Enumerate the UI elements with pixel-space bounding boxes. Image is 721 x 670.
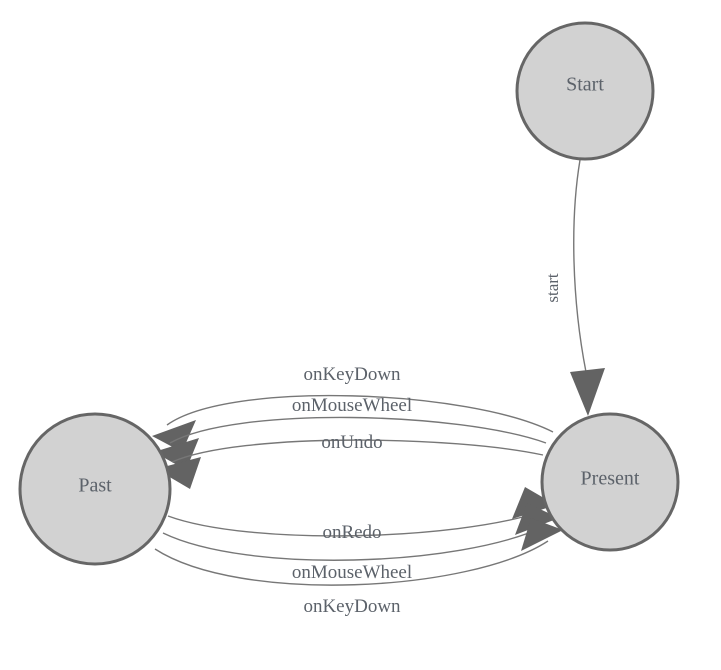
edge-label-past-present-keydown: onKeyDown [303,596,401,617]
arrowhead-into-past-3 [156,457,201,489]
edge-present-to-past-onundo[interactable]: onUndo [156,432,544,489]
edge-label-past-present-wheel: onMouseWheel [292,562,412,583]
arrowhead-into-present-3 [521,518,563,551]
edge-path-past-present-wheel [162,526,544,561]
node-present-label: Present [581,468,640,490]
node-start[interactable]: Start [515,21,655,161]
edge-past-to-present-onkeydown[interactable]: onKeyDown [154,518,563,617]
edge-path-start-present [573,159,587,373]
edge-path-past-present-redo [167,511,541,537]
node-start-label: Start [566,74,604,96]
edge-path-present-past-keydown [166,394,554,433]
edge-label-present-past-keydown: onKeyDown [303,364,401,385]
node-present-circle [540,412,680,552]
node-past-label: Past [78,475,112,497]
arrowhead-into-present-1 [512,487,556,519]
arrowhead-into-present-top [570,368,605,416]
node-start-circle [515,21,655,161]
arrowhead-into-present-2 [515,503,559,535]
edge-past-to-present-onredo[interactable]: onRedo [167,487,556,543]
edge-label-start: start [543,273,562,303]
node-past[interactable]: Past [18,412,172,566]
edge-label-present-past-undo: onUndo [321,432,382,453]
node-present[interactable]: Present [540,412,680,552]
edge-past-to-present-onmousewheel[interactable]: onMouseWheel [162,503,559,583]
edge-path-present-past-undo [171,439,544,463]
edge-label-present-past-wheel: onMouseWheel [292,395,412,416]
node-past-circle [18,412,172,566]
edge-path-past-present-keydown [154,540,549,586]
edge-path-present-past-wheel [169,416,547,444]
edge-label-past-present-redo: onRedo [322,522,381,543]
edge-start-to-present[interactable]: start [543,159,605,416]
